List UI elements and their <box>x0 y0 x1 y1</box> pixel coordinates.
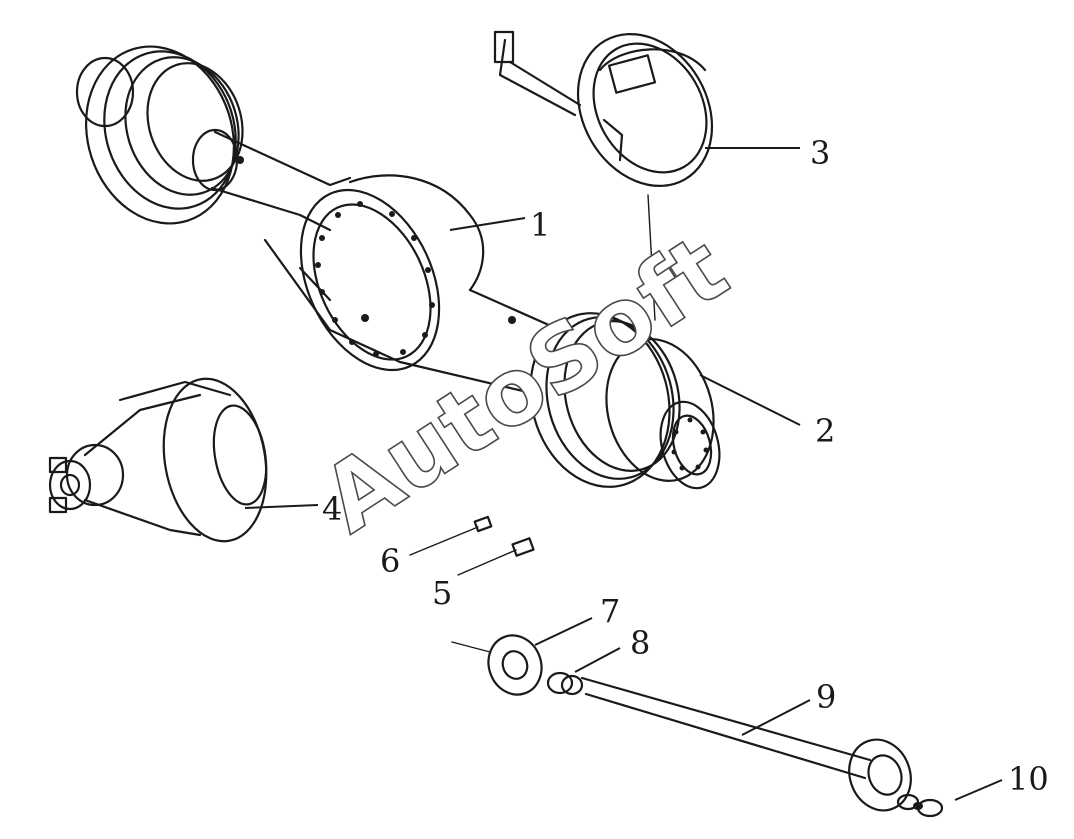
brake-assembly-icon <box>493 30 714 321</box>
differential-icon <box>48 377 268 543</box>
watermark-text: AutoSoft <box>304 215 746 554</box>
callout-10: 10 <box>1008 760 1049 798</box>
half-shaft-icon <box>451 634 944 818</box>
callout-5: 5 <box>432 574 452 612</box>
pin-6-icon <box>409 515 493 556</box>
callout-8: 8 <box>630 624 650 662</box>
axle-housing-icon <box>75 45 562 397</box>
leader-lines <box>244 147 1003 801</box>
callout-labels: 1 2 3 4 5 6 7 8 9 10 <box>322 134 1049 798</box>
callout-6: 6 <box>380 542 400 580</box>
callout-9: 9 <box>816 678 836 716</box>
callout-4: 4 <box>322 490 342 528</box>
callout-1: 1 <box>530 206 550 244</box>
wheel-hub-icon <box>529 312 721 490</box>
pin-5-icon <box>457 537 535 576</box>
callout-7: 7 <box>600 592 620 630</box>
callout-3: 3 <box>810 134 830 172</box>
callout-2: 2 <box>815 412 835 450</box>
